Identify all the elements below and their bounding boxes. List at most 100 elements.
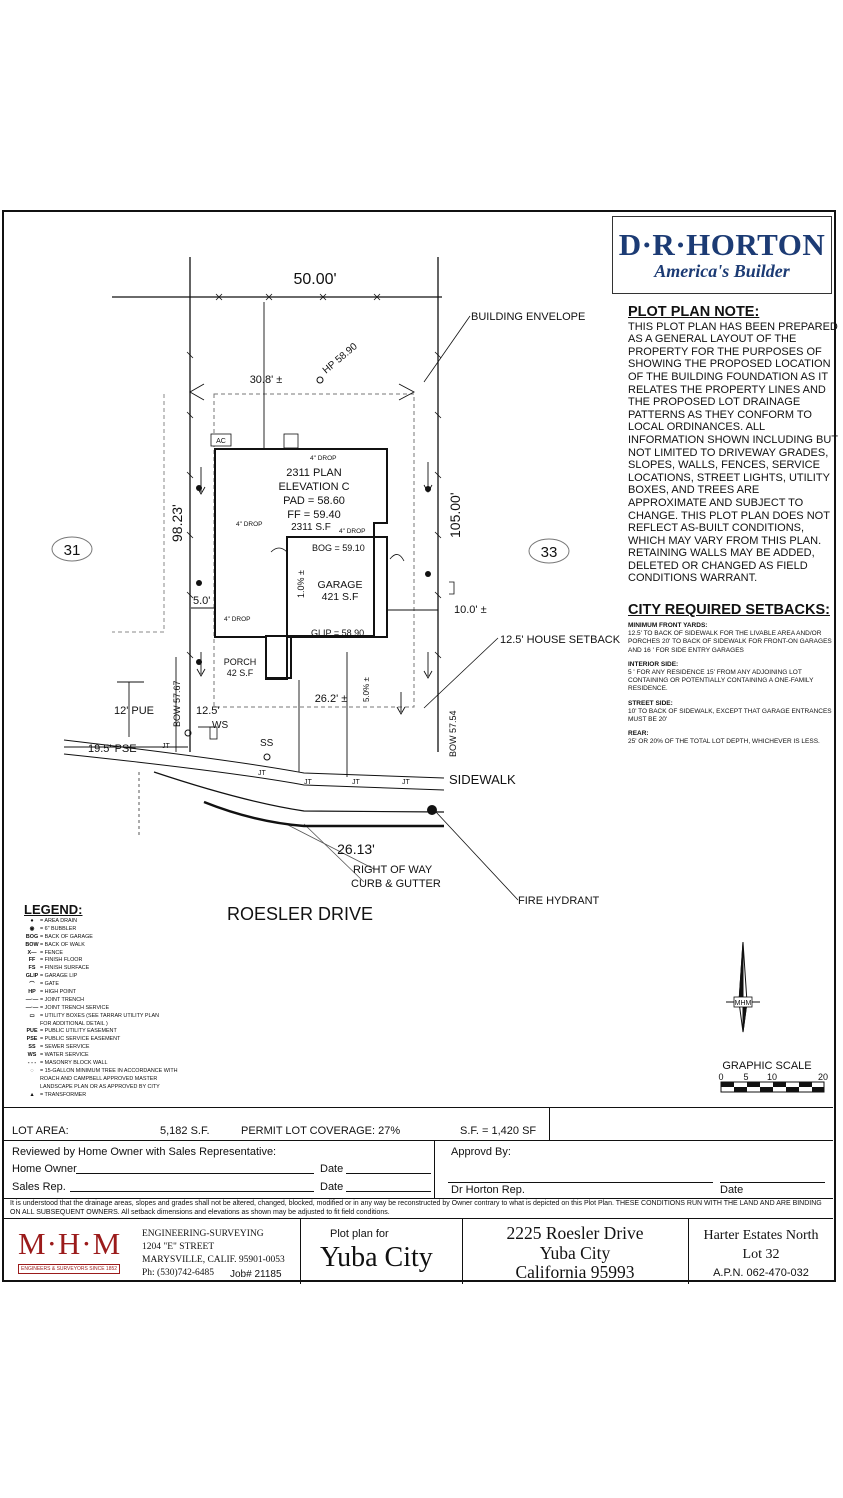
setback-heading: MINIMUM FRONT YARDS: [628,622,708,629]
property-address: 2225 Roesler Drive Yuba City California … [466,1223,684,1283]
legend-symbol: FS [28,965,36,972]
setback-text: 25' OR 20% OF THE TOTAL LOT DEPTH, WHICH… [628,738,820,746]
property-lines [112,257,442,752]
legend-item: ROACH AND CAMPBELL APPROVED MASTER [24,1075,224,1083]
legend-item: HP= HIGH POINT [24,988,224,996]
porch-label-2: 42 S.F [227,668,254,678]
legend-item: WS= WATER SERVICE [24,1051,224,1059]
legend-text: = JOINT TRENCH [40,996,84,1003]
water-service-label: WS [212,720,228,731]
side-setback-left: 5.0' [193,595,210,607]
divider [549,1107,550,1140]
legend-text: LANDSCAPE PLAN OR AS APPROVED BY CITY [40,1083,160,1090]
fence-marks [186,293,442,659]
date-line[interactable] [346,1173,431,1174]
reviewed-label: Reviewed by Home Owner with Sales Repres… [12,1146,277,1158]
legend-item: GLIP= GARAGE LIP [24,972,224,980]
legend-text: = BACK OF GARAGE [40,933,93,940]
garage-slope-label: 1.0% ± [296,570,306,598]
bog-label: BOG = 59.10 [312,543,365,553]
legend-text: = UTILITY BOXES (SEE TARRAR UTILITY PLAN [40,1012,159,1019]
home-owner-signature-line[interactable] [76,1173,314,1174]
legend-item: PSE= PUBLIC SERVICE EASEMENT [24,1035,224,1043]
fire-hydrant-symbol [427,805,437,815]
city-setbacks: CITY REQUIRED SETBACKS: MINIMUM FRONT YA… [628,602,838,753]
legend-text: = GARAGE LIP [40,973,78,980]
setback-heading: REAR: [628,730,649,738]
drop-porch-label: 4" DROP [224,616,251,623]
ac-unit [210,433,232,447]
approver-date-line[interactable] [720,1182,825,1183]
date-label: Date [320,1163,344,1175]
house-setback-label: 12.5' HOUSE SETBACK [500,634,621,646]
legend-symbol: ◉ [29,925,35,932]
sales-rep-signature-line[interactable] [70,1191,314,1192]
dr-horton-rep-label: Dr Horton Rep. [451,1184,525,1196]
approved-by-label: Approvd By: [451,1146,511,1158]
drop-top-label: 4" DROP [310,455,337,462]
legend-symbol: ● [30,917,34,924]
plot-plan-sheet: AC [2,210,838,1284]
legend-item: BOW= BACK OF WALK [24,941,224,949]
firm-address: ENGINEERING-SURVEYING 1204 "E" STREET MA… [142,1228,285,1280]
divider [462,1218,463,1284]
glip-label: GLIP = 58.90 [311,628,364,638]
legend-symbol: ◌ [30,1067,34,1074]
divider [4,1218,833,1219]
plot-note-body: THIS PLOT PLAN HAS BEEN PREPARED AS A GE… [628,320,838,585]
legend-item: FF= FINISH FLOOR [24,956,224,964]
plot-city: Yuba City [320,1242,433,1273]
house-label-5: 2311 S.F [291,522,331,533]
graphic-scale-bar [720,1081,825,1093]
legend-item: BOG= BACK OF GARAGE [24,933,224,941]
legend-text: = AREA DRAIN [40,917,77,924]
subdivision-info: Harter Estates North Lot 32 A.P.N. 062-4… [692,1226,830,1283]
legend-text: = JOINT TRENCH SERVICE [40,1004,110,1011]
approver-date-label: Date [720,1184,744,1196]
porch-label-1: PORCH [224,657,257,667]
street-name: ROESLER DRIVE [227,904,373,924]
legend-text: = 6" BUBBLER [40,925,77,932]
bow-left-label: BOW 57.67 [172,680,182,727]
lot-number: Lot 32 [742,1247,780,1262]
house-footprint [214,448,388,680]
approver-signature-line[interactable] [448,1182,713,1183]
firm-line: Ph: (530)742-6485 [142,1268,215,1278]
legend-text: = FINISH SURFACE [40,965,90,972]
front-setback-dim: 12.5' [196,705,220,717]
divider [4,1107,833,1108]
legend-item: ◌= 15-GALLON MINIMUM TREE IN ACCORDANCE … [24,1067,224,1075]
setback-interior: INTERIOR SIDE: 5 ' FOR ANY RESIDENCE 15'… [628,661,838,694]
legend-text: = MASONRY BLOCK WALL [40,1059,108,1066]
legend-symbol: BOW [25,941,39,948]
disclaimer: It is understood that the drainage areas… [10,1200,822,1216]
building-sf: S.F. = 1,420 SF [460,1125,537,1137]
setback-text: 5 ' FOR ANY RESIDENCE 15' FROM ANY ADJOI… [628,669,814,693]
left-depth-dim: 98.23' [169,504,185,542]
legend-item: ▲= TRANSFORMER [24,1091,224,1099]
pse-label: 19.5' PSE [88,743,137,755]
divider [688,1218,689,1284]
job-number: Job# 21185 [230,1269,282,1280]
site-plan-drawing: AC [51,257,828,1093]
setback-front: MINIMUM FRONT YARDS: 12.5' TO BACK OF SI… [628,622,838,655]
legend-text: ROACH AND CAMPBELL APPROVED MASTER [40,1075,158,1082]
legend-symbol: SS [28,1044,36,1051]
ac-label: AC [216,438,226,445]
dr-horton-logo: D·R·HORTON America's Builder [612,216,832,294]
setback-street: STREET SIDE: 10' TO BACK OF SIDEWALK, EX… [628,700,838,725]
firm-line: 1204 "E" STREET [142,1242,215,1252]
legend-text: = FENCE [40,949,63,956]
date-line[interactable] [346,1191,431,1192]
jt-label-1: JT [162,743,171,750]
address-line: 2225 Roesler Drive [506,1223,644,1243]
lot-area-value: 5,182 S.F. [160,1125,210,1137]
plot-plan-for-label: Plot plan for [330,1228,389,1240]
legend-item: FS = FINISH SURFACE [24,964,224,972]
driveway-length-dim: 26.2' ± [315,693,348,705]
legend-item: ⌒= GATE [24,980,224,988]
legend-symbol: BOG [25,933,39,940]
jt-label-5: JT [402,779,411,786]
curb-gutter-label: CURB & GUTTER [351,878,441,890]
lot-area-label: LOT AREA: [12,1125,69,1137]
